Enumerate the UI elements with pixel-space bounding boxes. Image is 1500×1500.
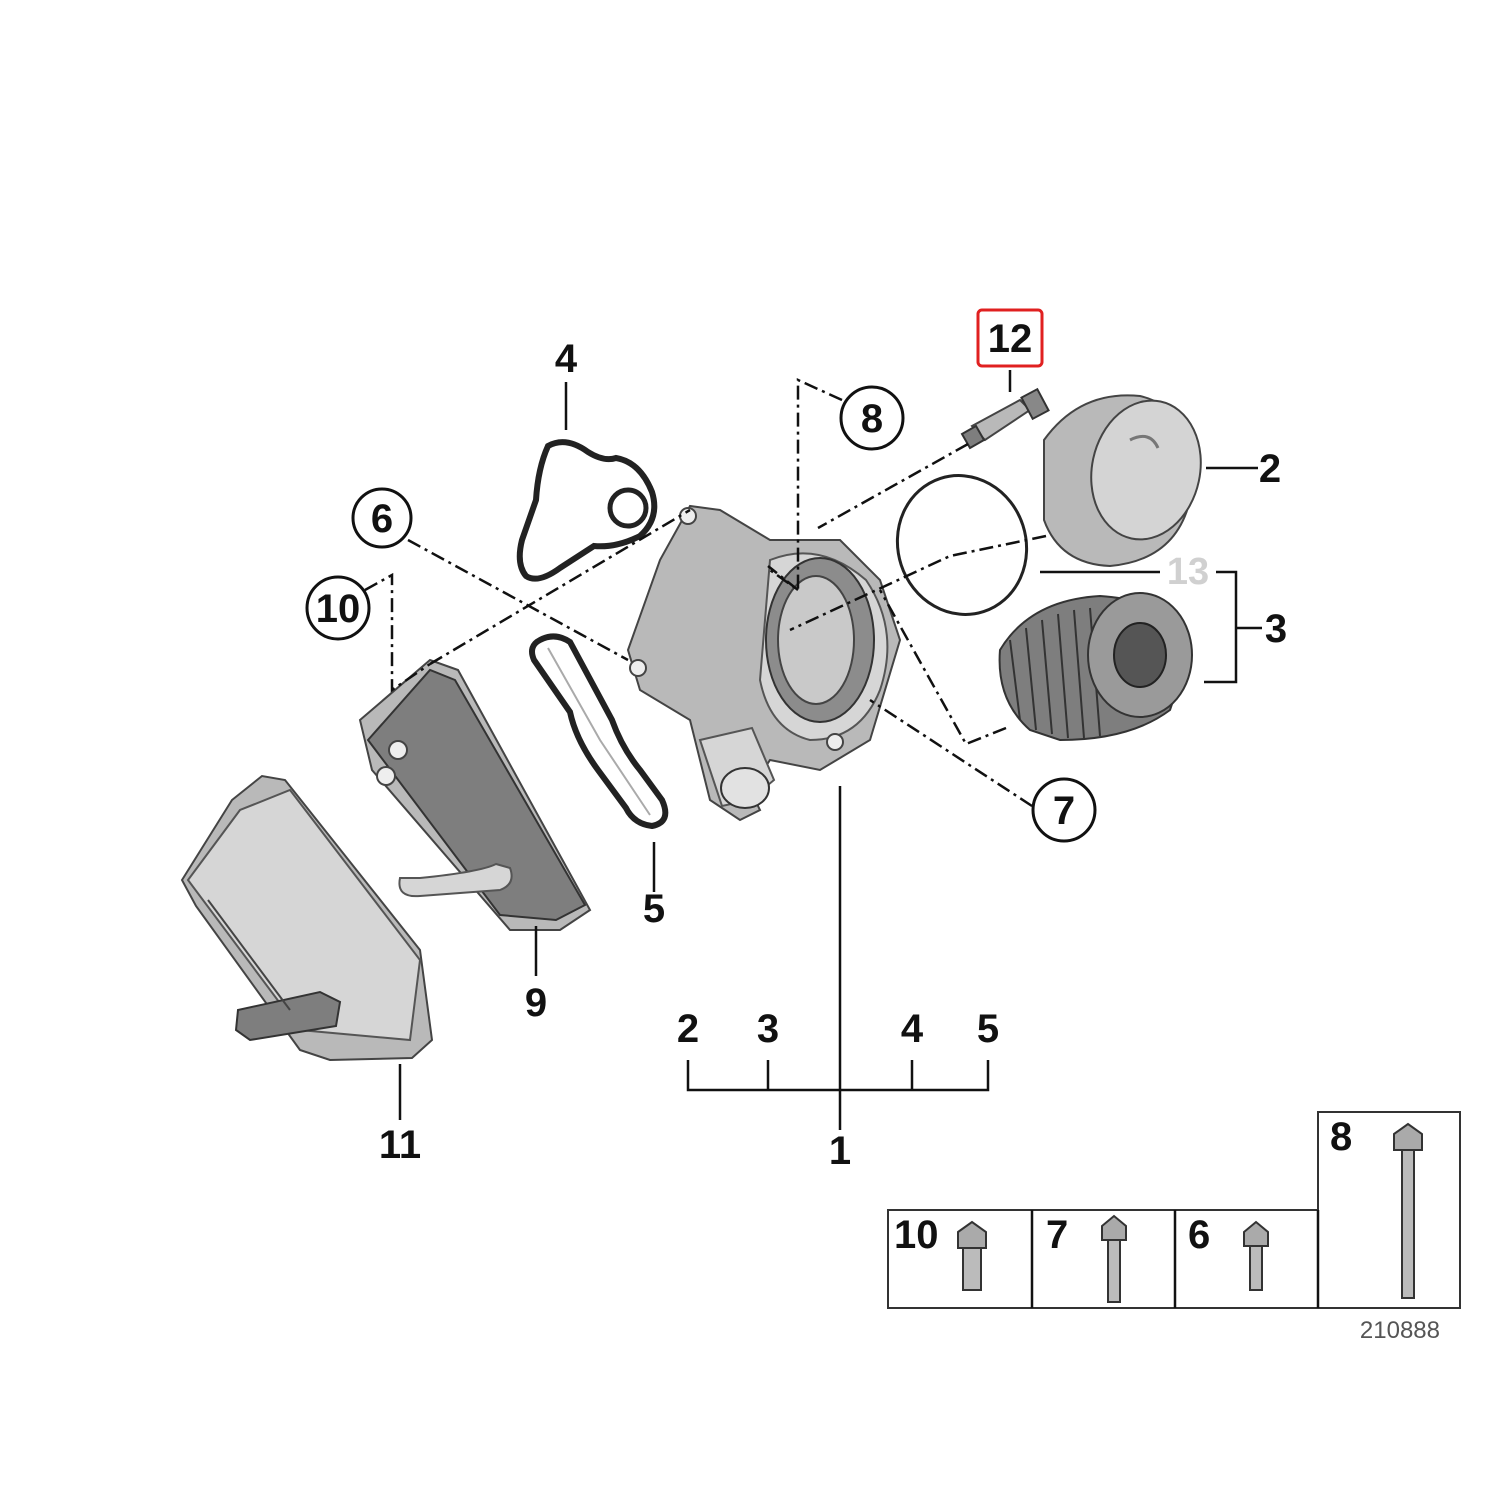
callout-12-label: 12 [988, 317, 1033, 361]
bolt-cell-8[interactable]: 8 [1330, 1115, 1423, 1299]
callout-10: 10 [305, 575, 371, 641]
callout-4: 4 [555, 337, 578, 381]
diagram-code: 210888 [1360, 1317, 1440, 1344]
callout-3-label: 3 [1265, 607, 1287, 651]
bolt-cell-8-label: 8 [1330, 1115, 1352, 1159]
leader-lines [364, 370, 1262, 1130]
part-2-filter-cap[interactable] [1043, 390, 1213, 568]
callout-11-label: 11 [379, 1123, 421, 1167]
bolt-10-icon [957, 1220, 987, 1291]
callout-13-label: 13 [1167, 551, 1209, 593]
callout-2: 2 [1259, 447, 1281, 491]
kit-label-3: 3 [757, 1007, 779, 1051]
callout-7: 7 [1031, 777, 1097, 843]
callout-12-highlight-box [976, 308, 1044, 368]
bolt-cell-7[interactable]: 7 [1046, 1213, 1127, 1303]
bolt-cell-6[interactable]: 6 [1188, 1213, 1269, 1291]
callout-1: 1 [829, 1129, 851, 1173]
callout-9: 9 [525, 981, 547, 1025]
callout-13: 13 [1167, 551, 1209, 593]
bolt-8-icon [1393, 1122, 1423, 1299]
callout-6: 6 [351, 487, 413, 549]
callout-3: 3 [1265, 607, 1287, 651]
kit-label-5: 5 [977, 1007, 999, 1051]
part-9-heat-exchanger[interactable] [358, 658, 592, 931]
callout-5-label: 5 [643, 887, 665, 931]
callout-6-label: 6 [371, 497, 393, 541]
part-13-o-ring[interactable] [880, 459, 1045, 632]
part-3-filter-element[interactable] [998, 592, 1193, 742]
kit-bracket-labels: 2 3 4 5 [677, 1007, 999, 1051]
part-4-gasket[interactable] [516, 439, 658, 582]
kit-label-2: 2 [677, 1007, 699, 1051]
part-5-gasket[interactable] [529, 633, 669, 830]
bolt-cell-10[interactable]: 10 [894, 1213, 987, 1291]
callout-8-label: 8 [861, 397, 883, 441]
bolt-cell-6-label: 6 [1188, 1213, 1210, 1257]
bolt-7-icon [1101, 1214, 1127, 1303]
part-11-oil-cooler[interactable] [180, 774, 434, 1062]
callout-11: 11 [379, 1123, 421, 1167]
bolt-6-icon [1243, 1220, 1269, 1291]
callout-2-label: 2 [1259, 447, 1281, 491]
callout-5: 5 [643, 887, 665, 931]
bolt-cell-10-label: 10 [894, 1213, 939, 1257]
part-12-sensor[interactable] [960, 387, 1050, 450]
part-1-oil-filter-housing[interactable] [626, 504, 902, 822]
callout-7-label: 7 [1053, 789, 1075, 833]
callout-4-label: 4 [555, 337, 578, 381]
callout-10-label: 10 [316, 587, 361, 631]
kit-label-4: 4 [901, 1007, 924, 1051]
callout-12[interactable]: 12 [976, 308, 1044, 368]
bolt-inset-table: 10 7 6 8 [887, 1111, 1461, 1309]
callout-1-label: 1 [829, 1129, 851, 1173]
callout-9-label: 9 [525, 981, 547, 1025]
callout-8: 8 [839, 385, 905, 451]
bolt-cell-7-label: 7 [1046, 1213, 1068, 1257]
